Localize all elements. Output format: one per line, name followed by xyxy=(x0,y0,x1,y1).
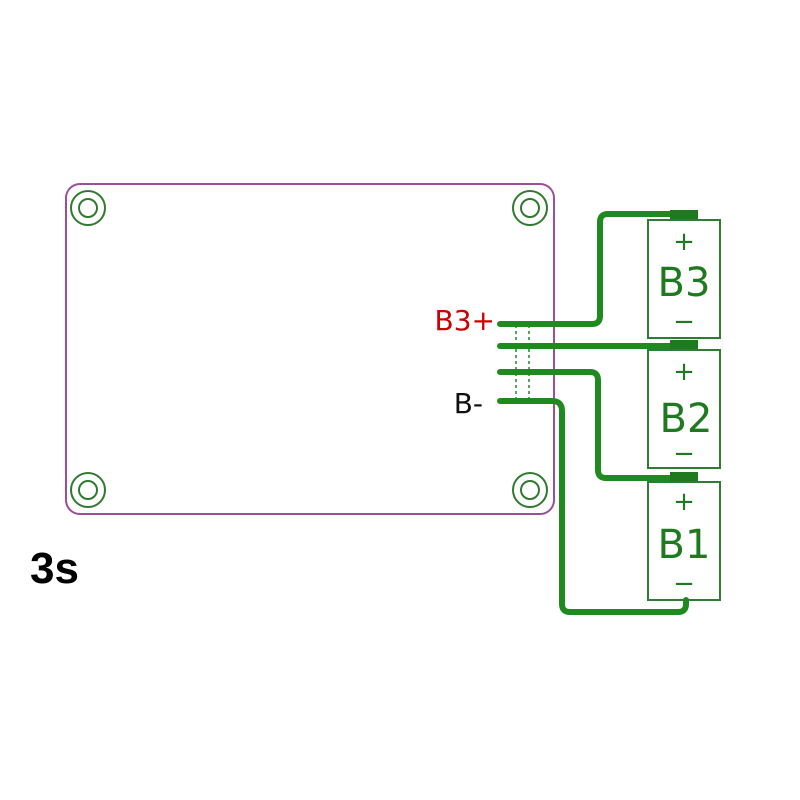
cell-b3-plus-cap xyxy=(670,210,698,220)
wire-bminus xyxy=(497,398,689,615)
cell-b1-plus-sign: + xyxy=(673,487,695,517)
cell-b1-name: B1 xyxy=(658,522,711,568)
connector-header xyxy=(515,325,530,400)
cell-b3-name: B3 xyxy=(658,260,711,306)
cell-b2-plus-sign: + xyxy=(673,357,695,387)
cell-b2-name: B2 xyxy=(660,396,713,442)
cell-b2 xyxy=(647,349,721,469)
mounting-hole-top-left xyxy=(70,190,106,226)
mounting-hole-bottom-right xyxy=(512,472,548,508)
wire-b3plus xyxy=(497,211,697,327)
mounting-hole-bottom-left xyxy=(70,472,106,508)
cell-b3 xyxy=(647,219,721,339)
terminal-label-bminus: B- xyxy=(454,387,483,420)
cell-b2-minus-sign: − xyxy=(673,439,695,469)
cell-b1-minus-sign: − xyxy=(673,569,695,599)
cell-b2-plus-cap xyxy=(670,340,698,350)
cell-b1 xyxy=(647,481,721,601)
cell-b3-minus-sign: − xyxy=(673,307,695,337)
cell-b3-plus-sign: + xyxy=(673,227,695,257)
terminal-label-b3plus: B3+ xyxy=(435,304,495,337)
config-label: 3s xyxy=(30,544,79,593)
cell-b1-plus-cap xyxy=(670,472,698,482)
bms-board xyxy=(65,183,555,515)
mounting-hole-top-right xyxy=(512,190,548,226)
wire-b2-b1-junction xyxy=(497,369,697,481)
